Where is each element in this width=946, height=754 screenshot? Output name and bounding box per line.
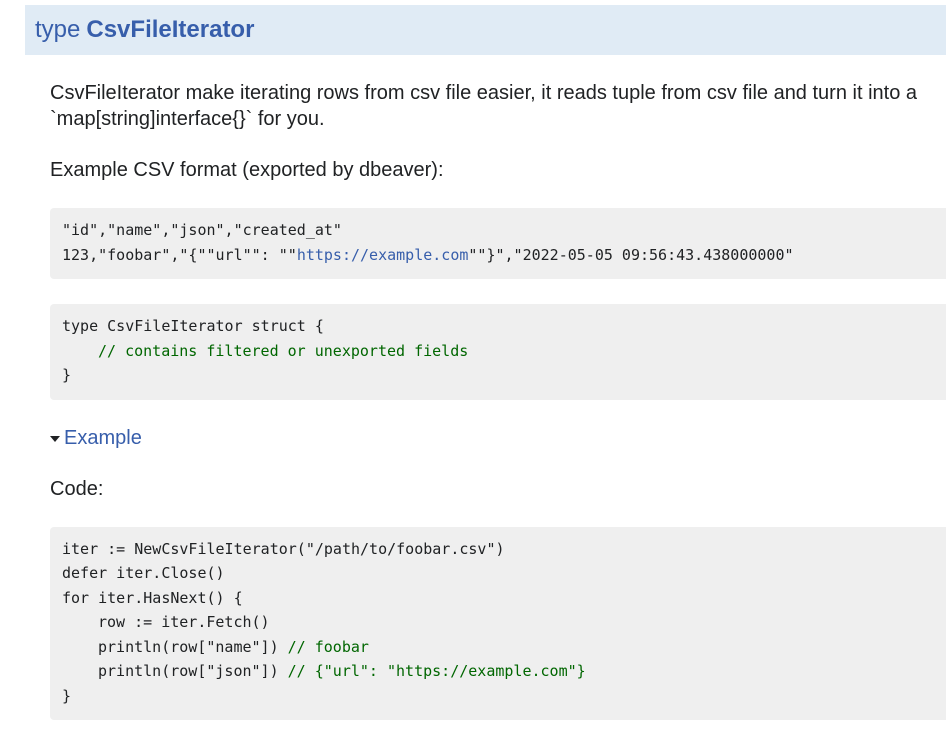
struct-definition-block: type CsvFileIterator struct { // contain…	[50, 304, 946, 400]
code-label: Code:	[50, 477, 104, 500]
code-line-5: println(row["name"])	[98, 637, 279, 656]
example-toggle[interactable]: Example	[50, 425, 946, 451]
type-name: CsvFileIterator	[86, 16, 255, 43]
code-line-6: println(row["json"])	[98, 662, 279, 680]
csv-line-2-prefix: 123,"foobar","{""url"": ""	[62, 245, 297, 264]
csv-line-1: "id","name","json","created_at"	[62, 221, 342, 239]
example-url-link[interactable]: https://example.com	[296, 245, 469, 264]
example-code-block: iter := NewCsvFileIterator("/path/to/foo…	[50, 526, 946, 720]
code-line-3: for iter.HasNext() {	[62, 588, 243, 607]
code-line-1: iter := NewCsvFileIterator("/path/to/foo…	[62, 539, 505, 558]
code-line-4: row := iter.Fetch()	[98, 613, 270, 631]
example-toggle-label[interactable]: Example	[64, 426, 142, 449]
type-keyword: type	[35, 16, 81, 43]
code-line-7: }	[62, 686, 72, 705]
struct-line-1: type CsvFileIterator struct {	[62, 317, 324, 335]
example-format-label: Example CSV format (exported by dbeaver)…	[50, 159, 444, 181]
caret-down-icon	[50, 435, 60, 442]
code-line-5-comment: // foobar	[287, 637, 369, 656]
code-line-6-comment: // {"url": "https://example.com"}	[287, 662, 586, 680]
csv-example-block: "id","name","json","created_at" 123,"foo…	[50, 208, 946, 279]
type-description: CsvFileIterator make iterating rows from…	[50, 82, 917, 130]
type-heading: type CsvFileIterator	[25, 5, 946, 55]
csv-line-2-suffix: ""}","2022-05-05 09:56:43.438000000"	[468, 245, 794, 264]
struct-line-3: }	[62, 366, 72, 384]
struct-comment: // contains filtered or unexported field…	[98, 341, 469, 360]
code-line-2: defer iter.Close()	[62, 564, 225, 582]
type-content: CsvFileIterator make iterating rows from…	[50, 80, 946, 720]
